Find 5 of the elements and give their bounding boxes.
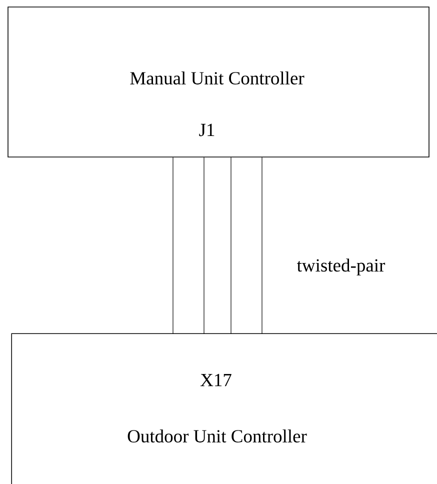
- wire-label: twisted-pair: [297, 258, 386, 276]
- wire: [172, 157, 174, 334]
- controller-box: X17 Outdoor Unit Controller: [11, 333, 437, 484]
- wire: [230, 157, 232, 334]
- controller-box: Manual Unit Controller J1: [8, 6, 430, 158]
